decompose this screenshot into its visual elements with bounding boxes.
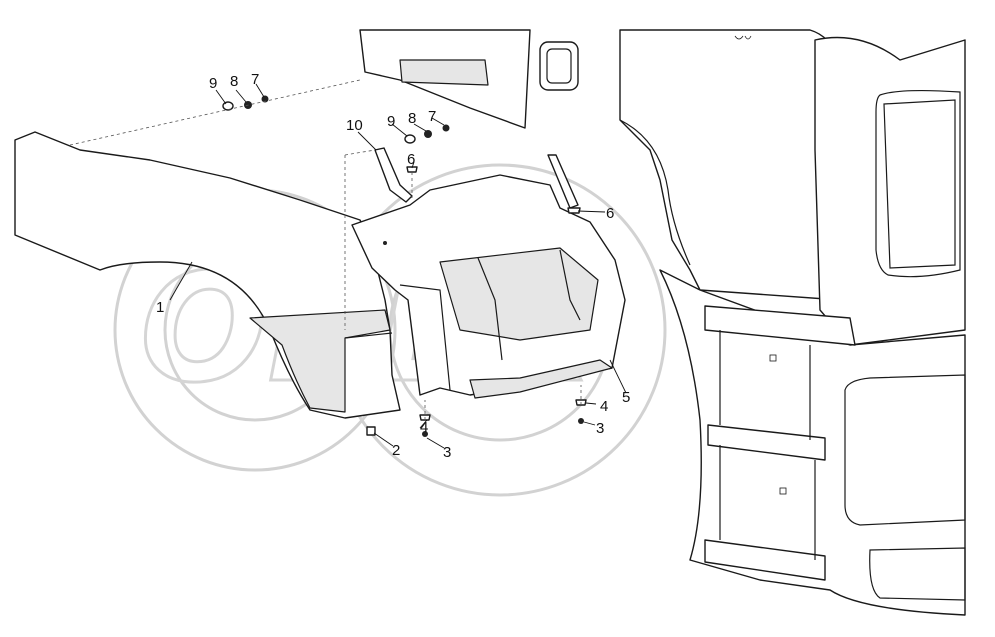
callout-9: 9 [387,113,395,130]
callout-8: 8 [408,110,416,127]
part-5-splash-shield [351,174,626,399]
leader-lines [169,83,627,449]
callout-1: 1 [156,299,164,316]
hardware-fasteners [222,95,587,437]
assembly-lines [69,79,582,420]
callout-3: 3 [443,444,451,461]
callout-8: 8 [230,73,238,90]
callout-6: 6 [407,151,415,168]
callout-2: 2 [392,442,400,459]
callout-6: 6 [606,205,614,222]
callout-7: 7 [428,108,436,125]
callout-5: 5 [622,389,630,406]
callout-4: 4 [420,419,428,436]
callout-10: 10 [346,117,363,134]
callout-7: 7 [251,71,259,88]
part-1-fender [14,131,401,419]
callouts: 1 2 3 3 4 4 5 6 6 7 7 8 8 9 9 10 [156,71,630,461]
callout-4: 4 [600,398,608,415]
callout-9: 9 [209,75,217,92]
cab-body [359,29,966,616]
callout-3: 3 [596,420,604,437]
